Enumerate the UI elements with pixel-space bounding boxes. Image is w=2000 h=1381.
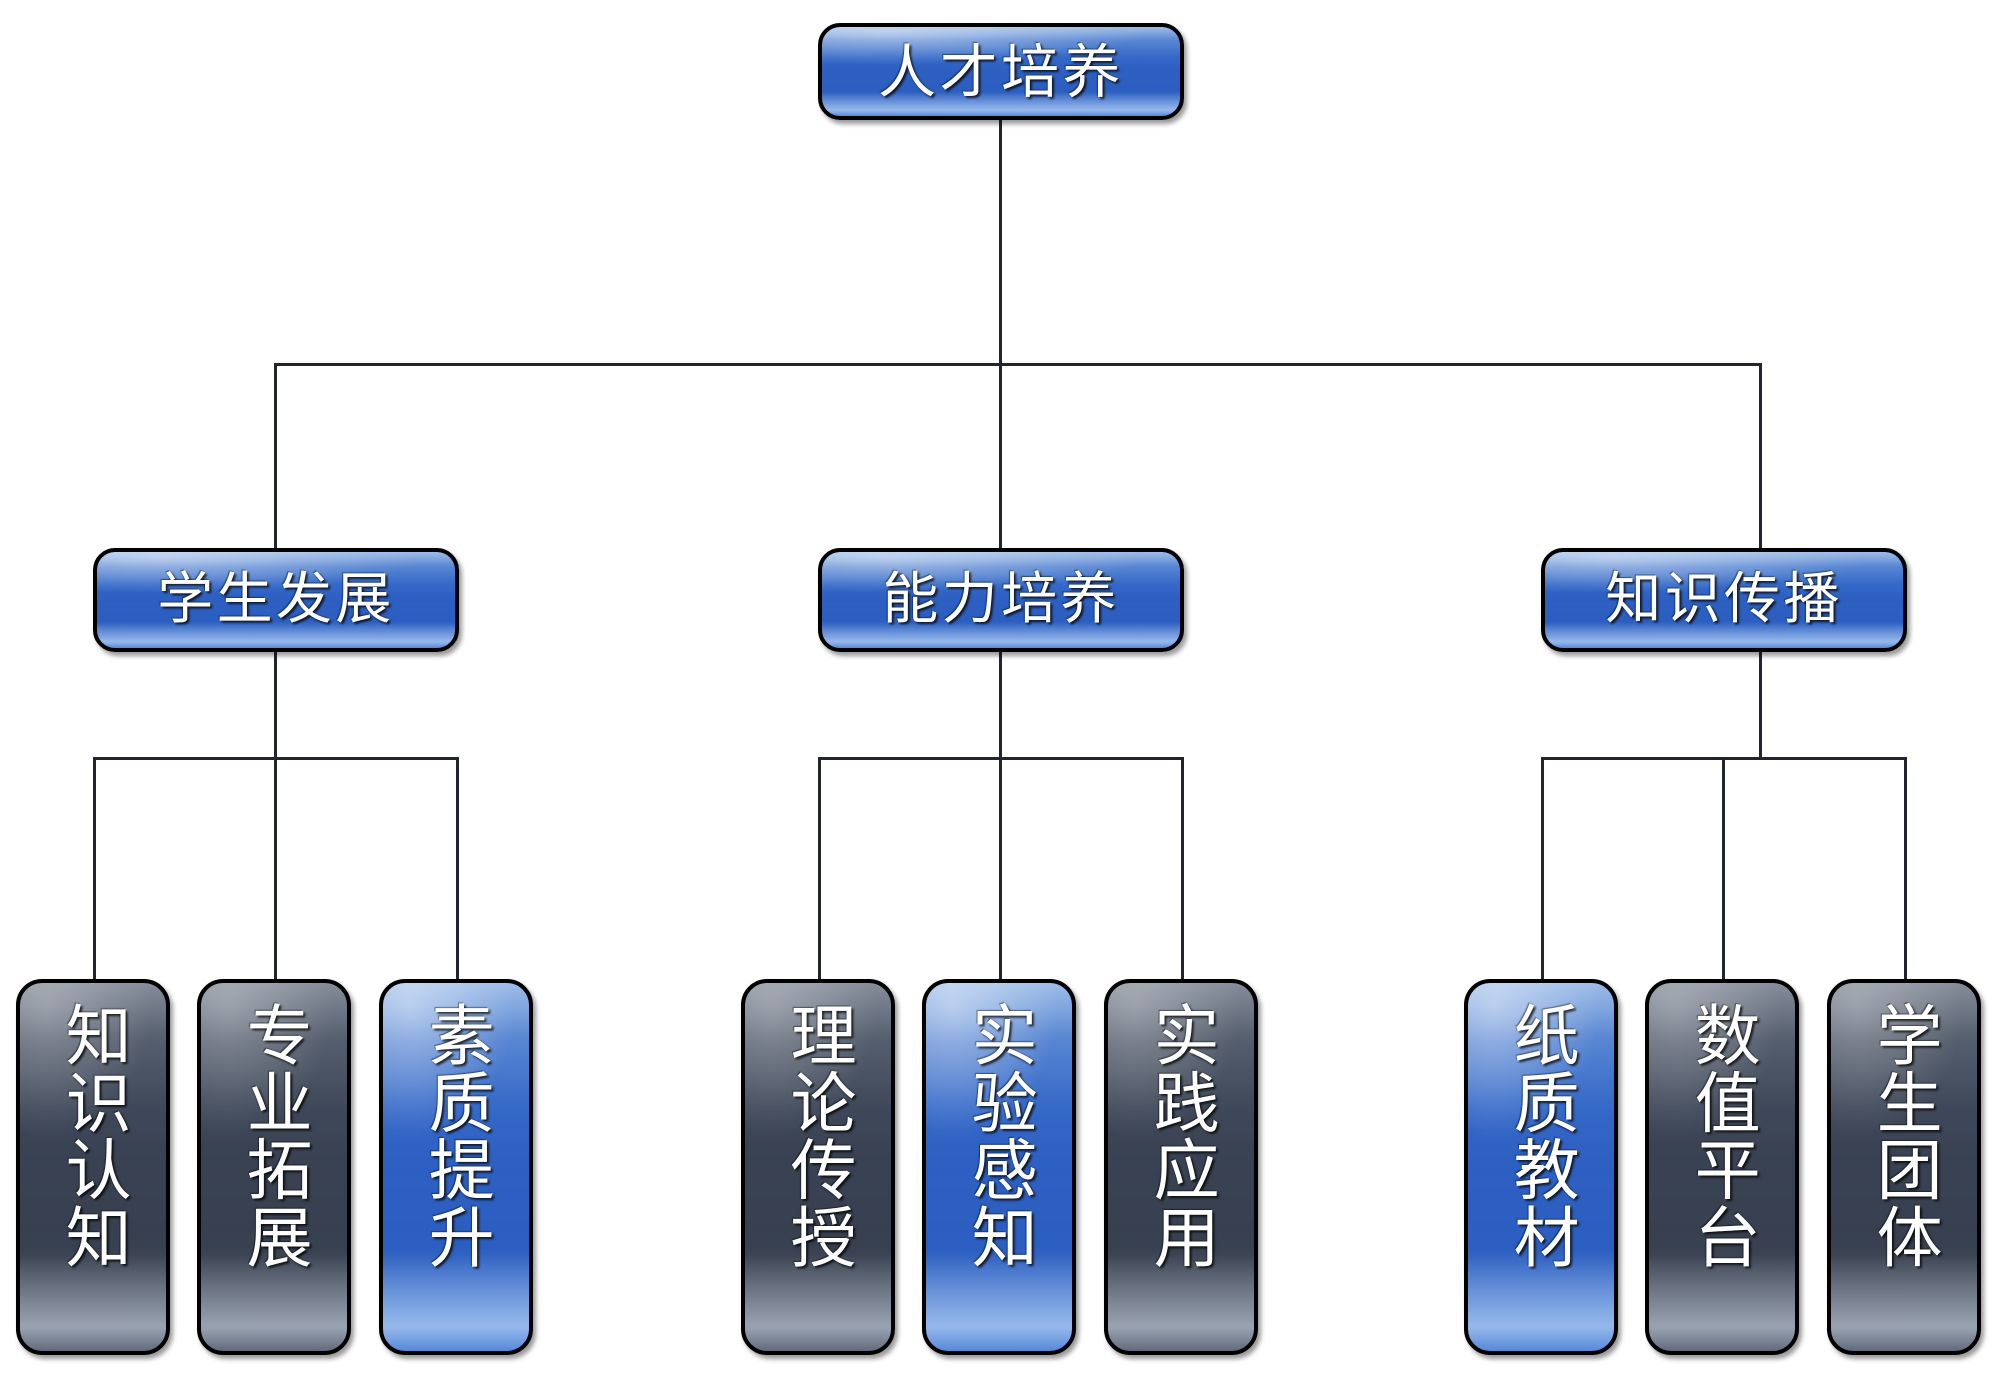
node-leaf-paper-textbook[interactable]: 纸质教材 (1464, 979, 1618, 1355)
node-leaf-experiment-perception[interactable]: 实验感知 (922, 979, 1076, 1355)
node-leaf-label: 数值平台 (1683, 1001, 1761, 1271)
node-leaf-label: 纸质教材 (1502, 1001, 1580, 1271)
connector-leaf9-drop (1904, 757, 1907, 979)
connector-leaf4-drop (818, 757, 821, 979)
connector-branch3-drop (1759, 363, 1762, 548)
node-leaf-knowledge-cognition[interactable]: 知识认知 (16, 979, 170, 1355)
connector-leaf3-drop (456, 757, 459, 979)
node-branch-label: 知识传播 (1605, 567, 1843, 632)
node-leaf-label: 知识认知 (54, 1001, 132, 1271)
connector-branch2-stem (999, 650, 1002, 760)
connector-root-down (999, 118, 1002, 365)
node-leaf-numerical-platform[interactable]: 数值平台 (1645, 979, 1799, 1355)
connector-branch1-stem (274, 650, 277, 760)
connector-leaf6-drop (1181, 757, 1184, 979)
node-leaf-professional-expansion[interactable]: 专业拓展 (197, 979, 351, 1355)
node-leaf-label: 专业拓展 (235, 1001, 313, 1271)
node-leaf-label: 学生团体 (1865, 1001, 1943, 1271)
connector-branch1-drop (274, 363, 277, 548)
node-root[interactable]: 人才培养 (818, 23, 1184, 120)
node-branch-label: 学生发展 (157, 567, 395, 632)
node-root-label: 人才培养 (878, 37, 1124, 106)
node-leaf-theory-teaching[interactable]: 理论传授 (741, 979, 895, 1355)
node-branch-knowledge-dissemination[interactable]: 知识传播 (1541, 548, 1907, 652)
node-leaf-practical-application[interactable]: 实践应用 (1104, 979, 1258, 1355)
node-leaf-label: 素质提升 (417, 1001, 495, 1271)
node-branch-ability-cultivation[interactable]: 能力培养 (818, 548, 1184, 652)
node-branch-label: 能力培养 (882, 567, 1120, 632)
node-branch-student-development[interactable]: 学生发展 (93, 548, 459, 652)
node-leaf-label: 理论传授 (779, 1001, 857, 1271)
node-leaf-student-group[interactable]: 学生团体 (1827, 979, 1981, 1355)
node-leaf-quality-improvement[interactable]: 素质提升 (379, 979, 533, 1355)
connector-branch3-stem (1759, 650, 1762, 760)
connector-branch2-drop (999, 363, 1002, 548)
connector-leaf1-drop (93, 757, 96, 979)
node-leaf-label: 实践应用 (1142, 1001, 1220, 1271)
connector-level2-bus (274, 363, 1762, 366)
connector-leaf8-drop (1722, 757, 1725, 979)
node-leaf-label: 实验感知 (960, 1001, 1038, 1271)
connector-leaf5-drop (999, 757, 1002, 979)
connector-leaf7-drop (1541, 757, 1544, 979)
connector-leaf2-drop (274, 757, 277, 979)
